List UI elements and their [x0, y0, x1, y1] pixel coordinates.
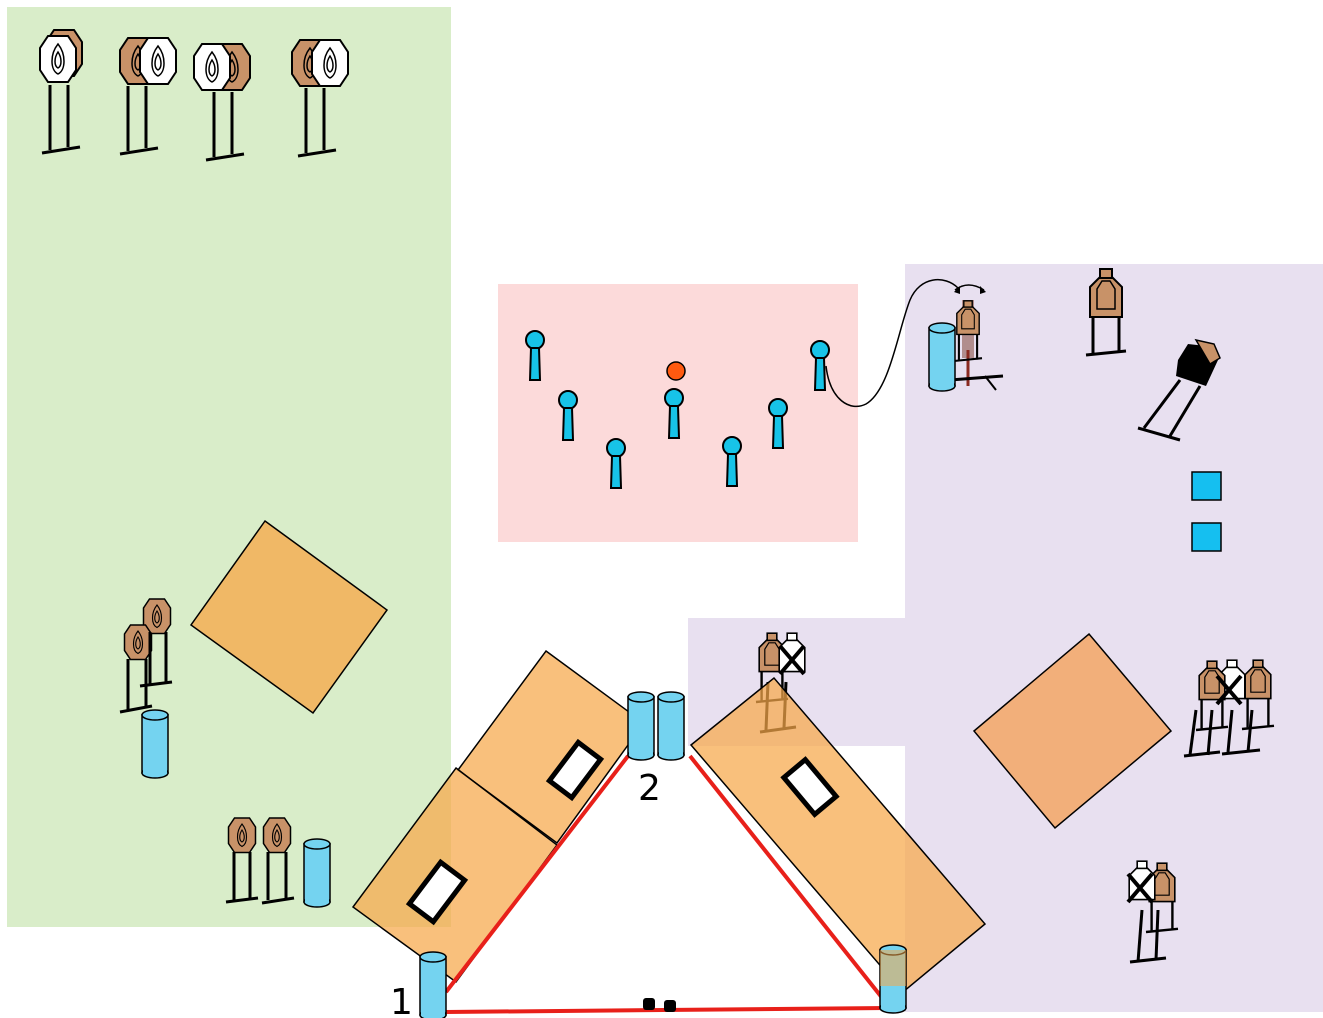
- barricade-green: [189, 519, 389, 715]
- position-label-2: 2: [638, 768, 661, 809]
- barrel-icon: [419, 951, 447, 1018]
- lavender-zone: [688, 264, 1323, 1012]
- cardboard-target-cluster-bottom: [1126, 860, 1180, 964]
- barrel-icon: [928, 322, 956, 392]
- octagon-target-pair-bottom: [225, 817, 295, 905]
- barrel-icon: [141, 709, 169, 779]
- octagon-target-pair-left: [119, 598, 173, 714]
- barrel-icon: [657, 691, 685, 761]
- steel-plate-icon: [666, 361, 686, 381]
- position-label-1: 1: [390, 982, 413, 1018]
- swinger-target-icon: [949, 284, 1004, 391]
- barrel-icon: [627, 691, 655, 761]
- start-marks: [643, 998, 676, 1012]
- port-window: [780, 756, 840, 818]
- barricade-left-upper: [456, 649, 646, 845]
- activation-cable: [825, 279, 959, 408]
- port-window: [405, 858, 469, 926]
- green-zone: [7, 7, 451, 927]
- barricade-overlap: [880, 950, 906, 986]
- port-window: [545, 738, 605, 802]
- barricade-right: [689, 676, 987, 994]
- square-target-icon: [1191, 471, 1222, 501]
- barrel-icon: [303, 838, 331, 908]
- cardboard-target-cluster-right: [1183, 659, 1276, 758]
- no-shoot-target-icon: [1137, 338, 1221, 442]
- square-target-icon: [1191, 522, 1222, 552]
- barricade-lavender: [972, 632, 1173, 830]
